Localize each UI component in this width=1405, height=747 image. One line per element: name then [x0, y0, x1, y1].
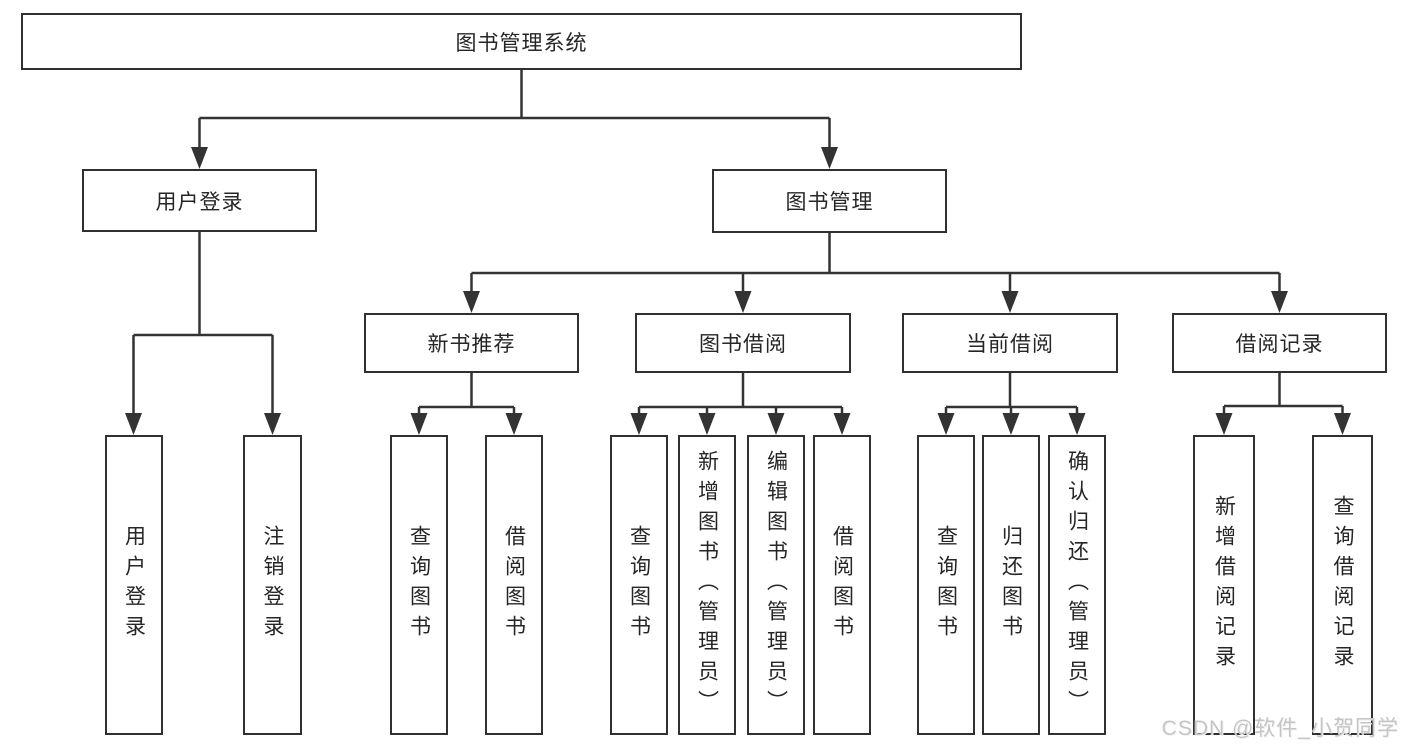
- leaf-add-book-admin: 新增图书（管理员）: [678, 435, 736, 735]
- leaf-query-books-borrowing-label: 查询图书: [627, 525, 651, 645]
- leaf-logout: 注销登录: [243, 435, 302, 735]
- leaf-confirm-return-admin: 确认归还（管理员）: [1048, 435, 1106, 735]
- leaf-query-books-recommend-label: 查询图书: [407, 525, 431, 645]
- leaf-return-books: 归还图书: [982, 435, 1040, 735]
- node-current-borrowing: 当前借阅: [902, 313, 1118, 373]
- leaf-borrow-books-borrowing-label: 借阅图书: [830, 525, 854, 645]
- leaf-confirm-return-admin-label: 确认归还（管理员）: [1065, 450, 1089, 720]
- leaf-borrow-books-recommend: 借阅图书: [485, 435, 543, 735]
- leaf-logout-label: 注销登录: [261, 525, 284, 645]
- leaf-query-books-borrowing: 查询图书: [610, 435, 668, 735]
- leaf-query-borrow-record: 查询借阅记录: [1312, 435, 1373, 735]
- leaf-return-books-label: 归还图书: [999, 525, 1023, 645]
- leaf-borrow-books-recommend-label: 借阅图书: [502, 525, 526, 645]
- node-book-borrowing: 图书借阅: [635, 313, 851, 373]
- leaf-add-borrow-record-label: 新增借阅记录: [1212, 495, 1236, 675]
- leaf-query-books-recommend: 查询图书: [390, 435, 448, 735]
- watermark: CSDN @软件_小贺同学: [1161, 717, 1399, 740]
- leaf-user-login-label: 用户登录: [122, 525, 146, 645]
- node-new-book-recommend: 新书推荐: [364, 313, 579, 373]
- leaf-query-books-current-label: 查询图书: [934, 525, 958, 645]
- edge-lines: [132, 70, 1344, 414]
- node-user-login: 用户登录: [82, 169, 317, 232]
- arrowheads: [125, 147, 1351, 435]
- node-borrow-records: 借阅记录: [1172, 313, 1387, 373]
- leaf-query-borrow-record-label: 查询借阅记录: [1331, 495, 1354, 675]
- leaf-edit-book-admin-label: 编辑图书（管理员）: [764, 450, 788, 720]
- leaf-user-login: 用户登录: [105, 435, 163, 735]
- leaf-add-borrow-record: 新增借阅记录: [1193, 435, 1255, 735]
- node-book-management: 图书管理: [712, 169, 947, 233]
- leaf-add-book-admin-label: 新增图书（管理员）: [695, 450, 719, 720]
- leaf-borrow-books-borrowing: 借阅图书: [813, 435, 871, 735]
- node-root: 图书管理系统: [21, 13, 1022, 70]
- leaf-query-books-current: 查询图书: [917, 435, 975, 735]
- leaf-edit-book-admin: 编辑图书（管理员）: [747, 435, 805, 735]
